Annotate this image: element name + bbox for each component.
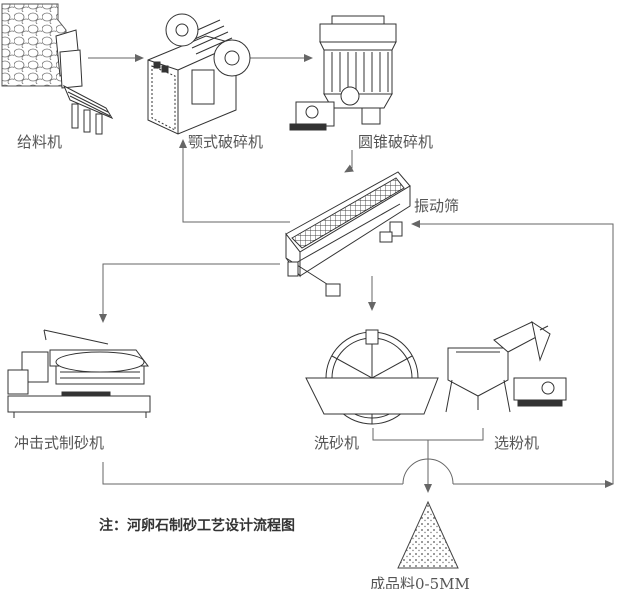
label-feeder: 给料机 (17, 133, 63, 151)
label-sand-washer: 洗砂机 (314, 434, 360, 452)
arrow-cone-to-screen (344, 150, 354, 173)
label-product: 成品料0-5MM (370, 575, 470, 589)
fine-powder-machine (445, 320, 567, 413)
impact-sand-maker-machine (7, 329, 151, 418)
label-jaw-crusher: 颚式破碎机 (188, 133, 264, 151)
product-pile (397, 500, 459, 569)
flow-arrows (88, 54, 614, 493)
label-cone-crusher: 圆锥破碎机 (358, 133, 434, 151)
line-washer-fine (372, 428, 484, 441)
label-fine-powder-machine: 选粉机 (494, 434, 540, 452)
label-vibrating-screen: 振动筛 (414, 197, 460, 215)
sand-washer-machine (305, 329, 439, 425)
diagram-note: 注：河卵石制砂工艺设计流程图 (99, 518, 295, 534)
arrow-screen-to-impact (99, 263, 280, 323)
line-impact-to-bottom (102, 462, 403, 485)
cone-crusher-machine (289, 15, 397, 131)
feeder-machine (1, 3, 114, 135)
label-impact-sand-maker: 冲击式制砂机 (14, 434, 105, 452)
vibrating-screen-machine (285, 171, 411, 297)
arrow-screen-return-to-jaw (179, 139, 290, 223)
arrow-return-to-screen (411, 220, 614, 484)
jaw-crusher-machine (147, 13, 251, 135)
